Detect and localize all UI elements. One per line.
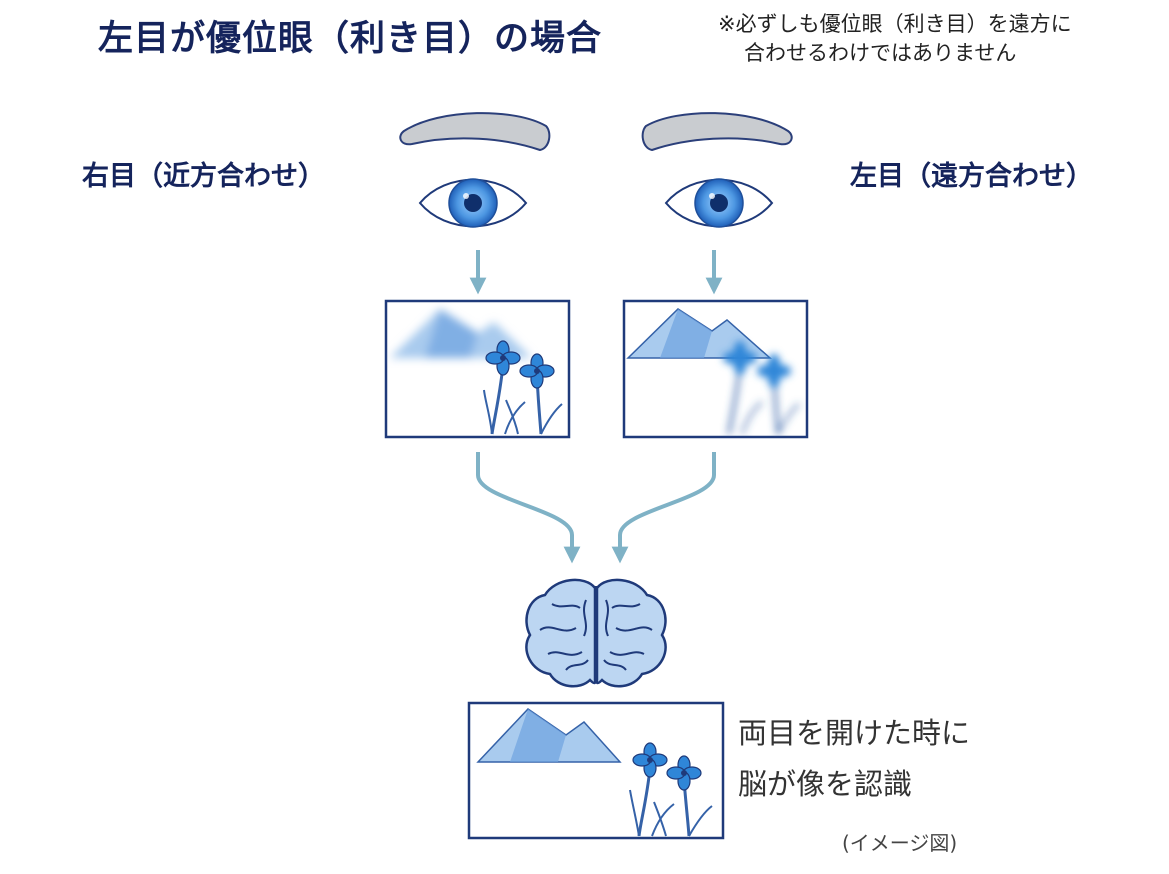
left-eyebrow-icon	[641, 112, 793, 152]
footnote-line-2: 合わせるわけではありません	[744, 41, 1017, 65]
left-eye-icon	[664, 178, 774, 228]
right-eyebrow-icon	[399, 112, 551, 152]
result-flowers-icon	[629, 742, 713, 837]
left-eye-label: 左目（遠方合わせ）	[850, 161, 1093, 192]
right-eye-label: 右目（近方合わせ）	[82, 161, 325, 192]
result-description: 両目を開けた時に 脳が像を認識	[738, 708, 970, 810]
combined-view-panel	[467, 701, 725, 840]
page-title: 左目が優位眼（利き目）の場合	[98, 19, 603, 59]
footnote: ※必ずしも優位眼（利き目）を遠方に 合わせるわけではありません	[718, 10, 1072, 68]
image-caption: (イメージ図)	[842, 831, 958, 855]
result-mountains-icon	[476, 708, 622, 763]
sharp-flowers-icon	[483, 340, 563, 435]
left-eye-view-panel	[622, 299, 809, 439]
right-eye-icon	[418, 178, 528, 228]
brain-icon	[525, 578, 667, 688]
result-line-1: 両目を開けた時に	[738, 716, 971, 750]
arrow-right-image-to-brain	[476, 452, 581, 564]
result-line-2: 脳が像を認識	[738, 767, 913, 801]
blurred-flowers-icon	[723, 341, 800, 435]
blurred-mountains-icon	[390, 309, 532, 358]
footnote-line-1: ※必ずしも優位眼（利き目）を遠方に	[718, 12, 1072, 36]
right-eye-view-panel	[384, 299, 571, 439]
arrow-left-image-to-brain	[611, 452, 716, 564]
